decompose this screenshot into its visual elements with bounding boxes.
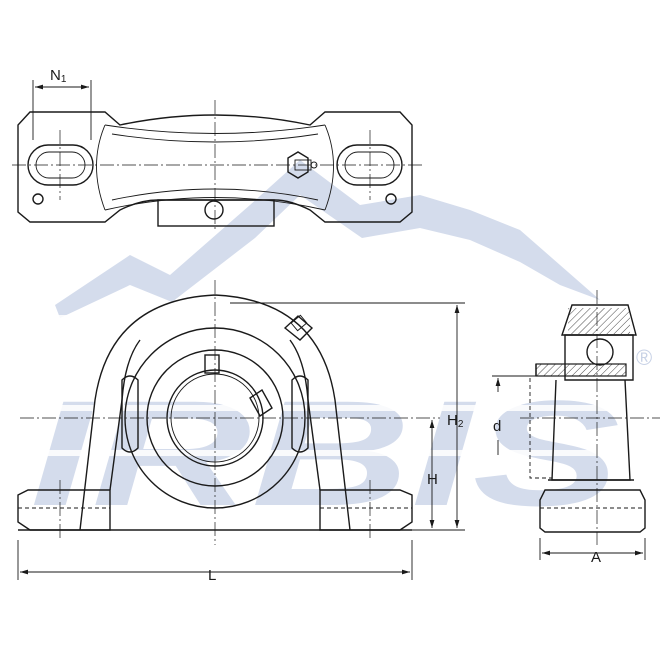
d-label: d xyxy=(493,418,501,435)
side-inner-ring xyxy=(535,363,627,377)
front-view: H2 H L xyxy=(17,280,465,584)
irbis-watermark: IRBIS ® xyxy=(20,160,652,537)
side-view: d A xyxy=(492,290,660,566)
registered-mark: ® xyxy=(636,345,652,370)
left-lug xyxy=(121,375,139,453)
right-lug xyxy=(291,375,309,453)
n1-label: N1 xyxy=(50,67,67,85)
side-shaft-hidden xyxy=(529,378,552,479)
set-screw xyxy=(249,388,273,418)
bore-recess xyxy=(157,199,275,227)
watermark-stripe xyxy=(20,405,630,411)
locking-key xyxy=(204,354,220,374)
housing-left-web xyxy=(96,124,106,211)
housing-body xyxy=(79,294,351,531)
dowel-hole-left xyxy=(32,193,44,205)
watermark-stripe xyxy=(20,450,630,456)
side-base xyxy=(539,489,646,533)
a-label: A xyxy=(591,549,601,566)
watermark-mountains xyxy=(55,160,600,318)
dowel-hole-right xyxy=(385,193,397,205)
grease-nipple-front xyxy=(283,314,314,341)
l-label: L xyxy=(208,567,216,584)
watermark-stripe xyxy=(20,315,630,321)
top-view: N1 xyxy=(12,67,424,232)
bore-screw xyxy=(204,200,224,220)
housing-right-web xyxy=(324,124,334,211)
left-mounting-slot xyxy=(27,144,94,186)
housing-inner-curve-top xyxy=(111,133,319,143)
side-housing-cap-hatch xyxy=(568,308,630,334)
h2-label: H2 xyxy=(447,412,464,430)
h-label: H xyxy=(427,471,438,488)
